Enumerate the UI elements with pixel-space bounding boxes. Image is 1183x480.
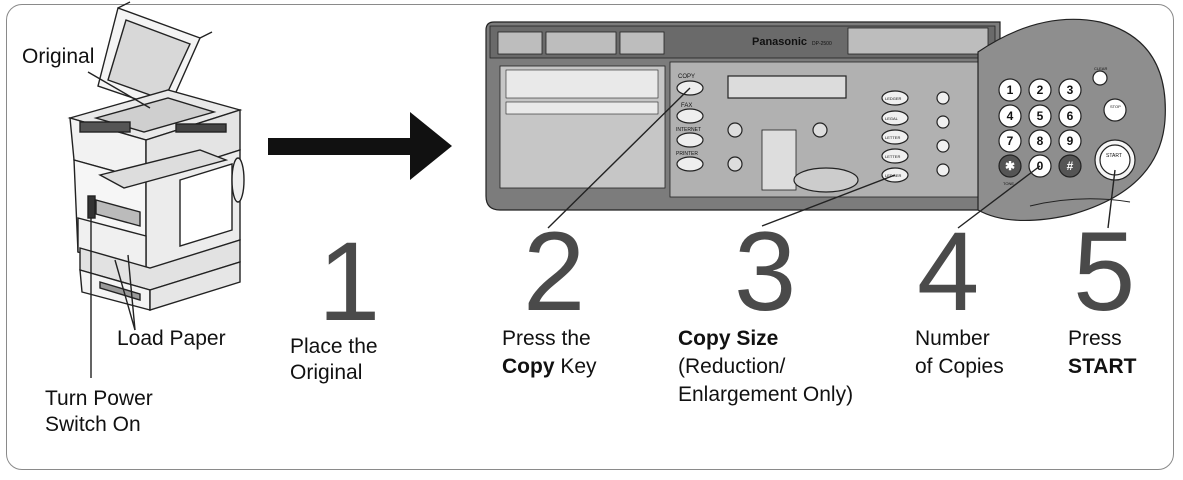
diagram-frame: [6, 4, 1174, 470]
step-number-4: 4: [917, 209, 980, 334]
panel-brand: Panasonic: [752, 36, 807, 48]
panel-fax-label: FAX: [681, 103, 692, 109]
copier-machine: [67, 1, 245, 311]
step-1-line1: Place the: [290, 335, 378, 358]
step-3-line2: (Reduction/: [678, 355, 786, 378]
step-3-line1: Copy Size: [678, 326, 778, 352]
step-3-copy-size-bold: Copy Size: [678, 327, 779, 350]
leader-step-5: [1107, 169, 1116, 229]
keypad-key: 9: [1067, 134, 1074, 148]
step-number-5: 5: [1073, 209, 1136, 334]
step-4-line1: Number: [915, 327, 990, 350]
panel-start-label: START: [1106, 153, 1122, 159]
keypad-key: 1: [1007, 83, 1014, 97]
leader-load-paper-2: [127, 254, 136, 331]
panel-model: DP-2500: [812, 41, 832, 47]
keypad-key: 5: [1037, 109, 1044, 123]
label-original: Original: [22, 45, 95, 68]
label-load-paper: Load Paper: [117, 327, 226, 350]
step-2-key-text: Key: [554, 355, 597, 378]
panel-tone-label: TONE: [1003, 181, 1014, 186]
step-2-copy-bold: Copy: [502, 355, 555, 378]
step-5-start-bold: START: [1068, 355, 1137, 378]
step-number-3: 3: [734, 209, 797, 334]
keypad-key: 3: [1067, 83, 1074, 97]
keypad-key: 8: [1037, 134, 1044, 148]
panel-printer-label: PRINTER: [676, 151, 698, 157]
label-turn-power-2: Switch On: [45, 413, 141, 436]
step-number-2: 2: [523, 209, 586, 334]
keypad-key: 2: [1037, 83, 1044, 97]
paper-size-label: LEGAL: [885, 116, 899, 121]
label-turn-power-1: Turn Power: [45, 387, 153, 410]
leader-step-4: [957, 165, 1041, 229]
step-4-line2: of Copies: [915, 355, 1004, 378]
leader-original: [87, 71, 151, 109]
step-2-line1: Press the: [502, 327, 591, 350]
keypad-key: 6: [1067, 109, 1074, 123]
keypad-key: ✱: [1005, 159, 1015, 173]
keypad-key: 4: [1007, 109, 1014, 123]
paper-size-label: LEDGER: [885, 96, 902, 101]
panel-internet-label: INTERNET: [676, 127, 701, 133]
keypad-key: #: [1067, 159, 1074, 173]
keypad-key: 0: [1037, 159, 1044, 173]
step-5-line2: START: [1068, 354, 1136, 380]
panel-clear-label: CLEAR: [1094, 66, 1107, 71]
flow-arrow: [268, 112, 452, 180]
step-2-line2: Copy Key: [502, 354, 597, 380]
control-panel: [485, 18, 1166, 222]
panel-copy-label: COPY: [678, 74, 695, 80]
leader-step-2: [547, 87, 691, 229]
step-number-1: 1: [318, 219, 381, 344]
leader-load-paper-1: [114, 259, 136, 331]
paper-size-label: LETTER: [885, 154, 900, 159]
paper-size-label: LETTER: [885, 135, 900, 140]
leader-step-3: [761, 174, 896, 227]
step-5-line1: Press: [1068, 327, 1122, 350]
step-3-line3: Enlargement Only): [678, 383, 854, 406]
step-1-line2: Original: [290, 361, 363, 384]
keypad-key: 7: [1007, 134, 1014, 148]
panel-stop-label: STOP: [1110, 104, 1121, 109]
